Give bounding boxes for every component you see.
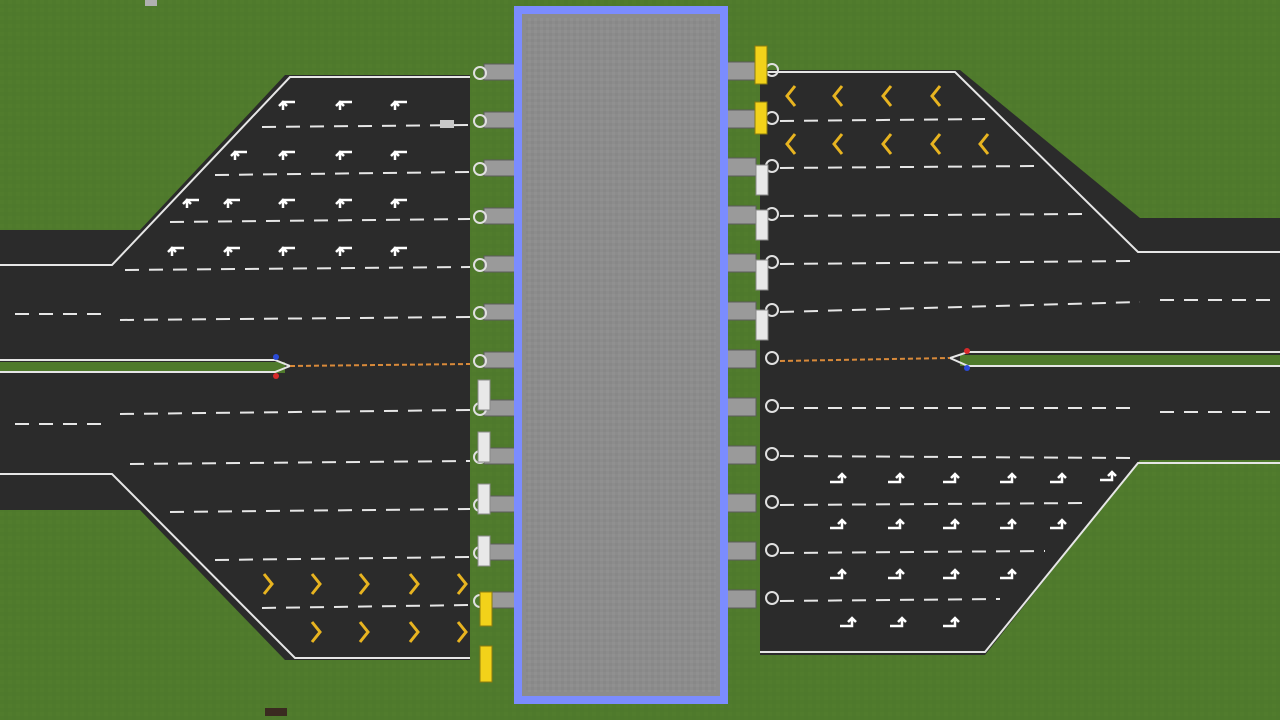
right-turn-arrow-icon [943,568,960,580]
right-turn-arrow-icon [943,472,960,484]
chevron-right-icon [408,573,420,595]
small-object [145,0,157,6]
left-turn-arrow-icon [278,246,295,256]
right-turn-arrow-icon [943,616,960,628]
white-booth [755,259,769,291]
right-turn-arrow-icon [830,568,847,580]
left-turn-arrow-icon [335,100,352,110]
white-booth [477,535,491,567]
chevron-right-icon [310,621,322,643]
left-turn-arrow-icon [182,198,199,208]
east-lane-dashes [779,118,1270,602]
chevron-right-icon [262,573,274,595]
left-turn-arrow-icon [167,246,184,256]
reflector-red-icon [273,373,279,379]
right-turn-arrow-icon [1000,472,1017,484]
right-turn-arrow-icon [888,518,905,530]
chevron-right-icon [358,621,370,643]
chevron-left-icon [785,85,797,107]
right-turn-arrow-icon [1100,470,1117,482]
chevron-left-icon [832,85,844,107]
right-turn-arrow-icon [888,568,905,580]
white-booth [477,431,491,463]
right-turn-arrow-icon [840,616,857,628]
left-turn-arrow-icon [335,246,352,256]
barrier-line-west [289,363,471,367]
right-turn-arrow-icon [888,472,905,484]
left-turn-arrow-icon [278,100,295,110]
reflector-red-icon [964,348,970,354]
right-turn-arrow-icon [890,616,907,628]
east-turn-arrows [830,470,1117,628]
yellow-booth [479,645,493,683]
left-turn-arrow-icon [390,100,407,110]
chevron-right-icon [456,621,468,643]
right-turn-arrow-icon [1050,472,1067,484]
right-turn-arrow-icon [1000,518,1017,530]
chevron-left-icon [881,133,893,155]
white-booth [477,379,491,411]
white-booth [477,483,491,515]
chevron-right-icon [310,573,322,595]
reflector-blue-icon [964,365,970,371]
chevron-left-icon [832,133,844,155]
barrier-line-east [779,357,951,362]
yellow-booth [479,591,493,627]
yellow-booth [754,45,768,85]
reflector-blue-icon [273,354,279,360]
west-turn-arrows [167,100,407,256]
west-chevrons [262,573,468,643]
left-turn-arrow-icon [335,150,352,160]
left-turn-arrow-icon [278,198,295,208]
chevron-left-icon [785,133,797,155]
chevron-left-icon [930,133,942,155]
left-turn-arrow-icon [390,246,407,256]
small-vehicle [440,120,454,128]
white-booth [755,164,769,196]
left-turn-arrow-icon [390,150,407,160]
chevron-left-icon [930,85,942,107]
chevron-right-icon [456,573,468,595]
yellow-booth [754,101,768,135]
west-lane-dashes [15,124,471,609]
median-east [960,355,1280,366]
chevron-left-icon [881,85,893,107]
right-turn-arrow-icon [1050,518,1067,530]
left-turn-arrow-icon [335,198,352,208]
left-turn-arrow-icon [223,198,240,208]
median-west [0,362,285,373]
left-turn-arrow-icon [278,150,295,160]
left-turn-arrow-icon [390,198,407,208]
left-turn-arrow-icon [223,246,240,256]
chevron-right-icon [358,573,370,595]
white-booth [755,209,769,241]
right-turn-arrow-icon [830,472,847,484]
chevron-right-icon [408,621,420,643]
right-turn-arrow-icon [830,518,847,530]
chevron-left-icon [978,133,990,155]
right-turn-arrow-icon [1000,568,1017,580]
left-turn-arrow-icon [230,150,247,160]
small-vehicle [265,708,287,716]
east-chevrons [785,85,990,155]
right-turn-arrow-icon [943,518,960,530]
white-booth [755,309,769,341]
